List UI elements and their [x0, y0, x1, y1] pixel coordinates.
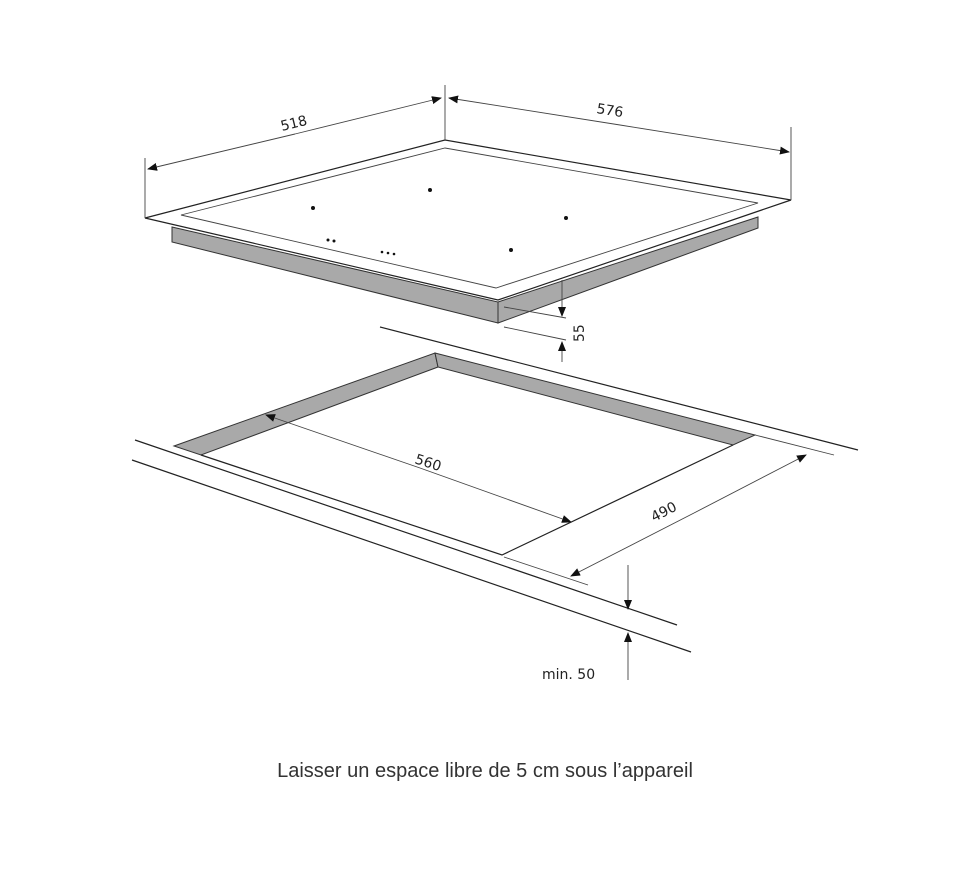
width-arrow-576: [448, 95, 621, 126]
cooking-zone-marks: [311, 188, 568, 256]
hob-top-surface: [144, 139, 792, 301]
cutout-depth-arrow-490: [570, 512, 695, 577]
depth-arrow-518: [147, 133, 296, 171]
hob: [144, 139, 792, 324]
cutout-dimensions: 560 490 min. 50: [265, 414, 807, 683]
depth-label: 518: [279, 113, 309, 135]
hob-side-right: [497, 216, 759, 324]
cutout-depth-label: 490: [649, 499, 680, 525]
cutout-rim-back: [434, 352, 757, 446]
cutout-width-label: 560: [413, 452, 443, 475]
hob-glass-edge: [180, 147, 759, 289]
cutout-width-arrow-560: [265, 414, 421, 469]
cutout-edge: [200, 444, 734, 556]
countertop: [131, 326, 859, 653]
width-label: 576: [595, 101, 624, 121]
hob-dimensions: 518 576 55: [144, 85, 792, 362]
caption: Laisser un espace libre de 5 cm sous l’a…: [277, 760, 693, 782]
cutout-rim-left: [172, 352, 439, 456]
clearance-label: min. 50: [542, 667, 595, 683]
height-label: 55: [572, 324, 588, 342]
